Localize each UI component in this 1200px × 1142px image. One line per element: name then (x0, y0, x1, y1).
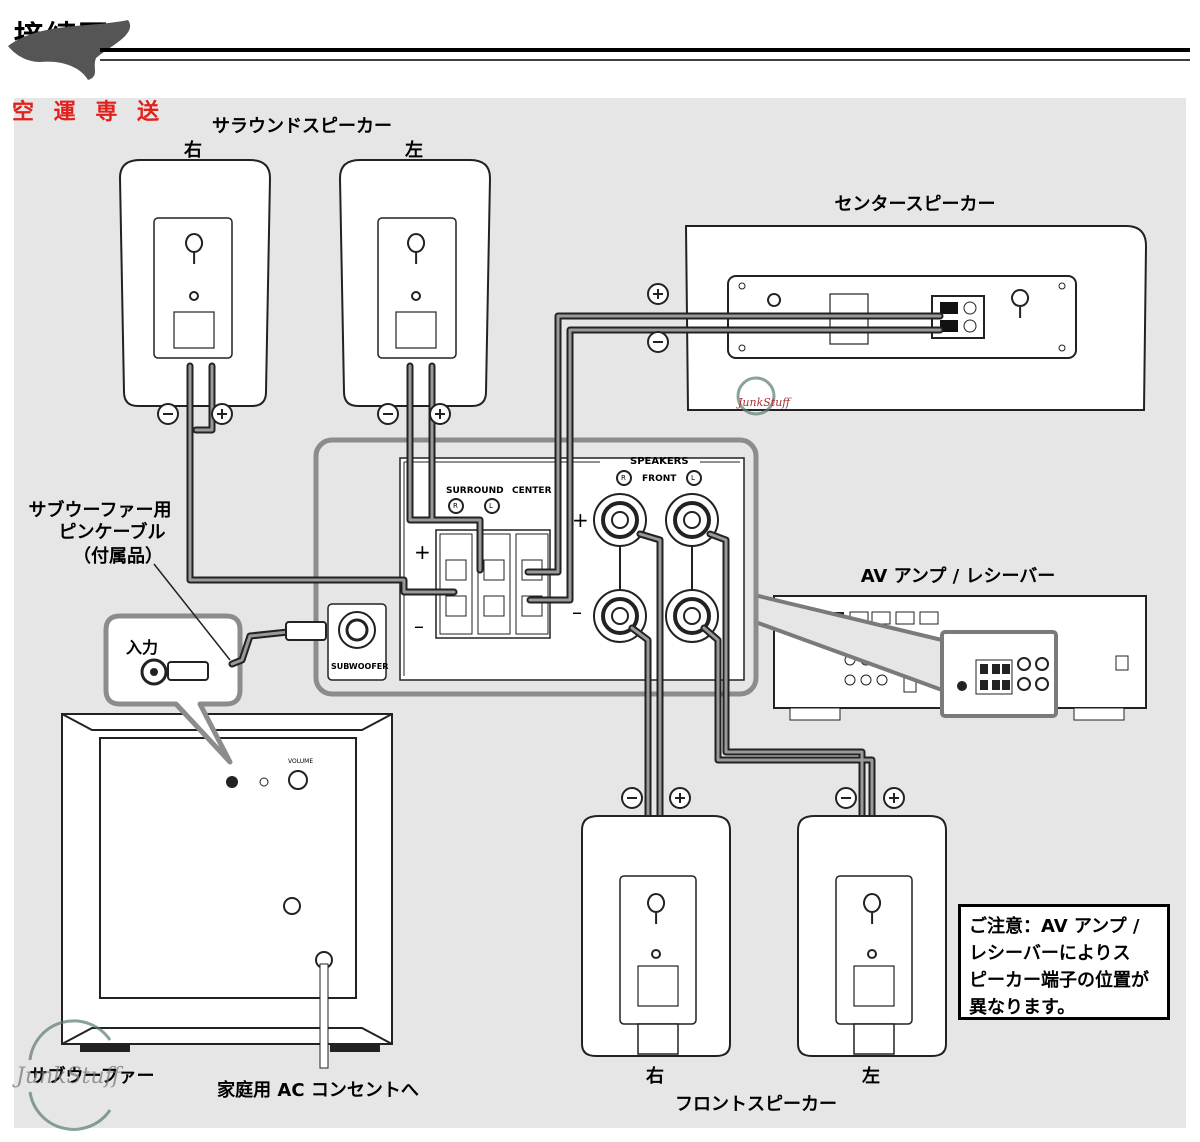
label-input: 入力 (126, 638, 159, 657)
label-cable-line1: サブウーファー用 (28, 500, 172, 521)
surround-speaker-right (118, 159, 272, 407)
panel-surround-l: L (489, 502, 493, 510)
label-front-right: 右 (646, 1066, 664, 1087)
rca-plugs (167, 621, 327, 681)
panel-minus-surround: – (414, 614, 424, 638)
label-surround-left: 左 (405, 140, 423, 161)
panel-plus-surround: + (414, 540, 431, 564)
note-line-3: ピーカー端子の位置が (969, 970, 1149, 991)
front-speaker-right (581, 815, 731, 1057)
shipping-stamp: 空 運 専 送 (12, 100, 165, 125)
subwoofer-volume-label: VOLUME (288, 758, 314, 765)
caution-note: ご注意：AV アンプ / レシーバーによりス ピーカー端子の位置が 異なります。 (958, 904, 1170, 1020)
header-decoration (8, 20, 1190, 80)
watermark-corner: JunkStuff (16, 1064, 121, 1089)
watermark-center: JunkStuff (738, 396, 791, 409)
cable-leader-line (153, 563, 231, 661)
note-line-1: ご注意：AV アンプ / (969, 916, 1140, 937)
surround-speaker-left (338, 159, 492, 407)
note-line-4: 異なります。 (969, 997, 1076, 1018)
front-speaker-left (797, 815, 947, 1057)
panel-minus-front: – (572, 600, 582, 624)
input-callout (103, 613, 243, 765)
panel-speakers-label: SPEAKERS (630, 456, 689, 467)
label-cable-line2: ピンケーブル (58, 522, 166, 543)
watermark-seal (28, 376, 776, 1131)
panel-subwoofer-label: SUBWOOFER (331, 662, 389, 671)
panel-surround-label: SURROUND (446, 486, 504, 496)
surround-center-terminal-block (435, 529, 551, 639)
front-binding-posts (593, 493, 719, 643)
label-subwoofer: サブウーファー (29, 1066, 155, 1087)
label-ac-outlet: 家庭用 AC コンセントへ (217, 1080, 419, 1101)
label-cable-line3: （付属品） (73, 546, 163, 567)
label-av-amp: AV アンプ / レシーバー (860, 566, 1056, 587)
redaction-mark (8, 20, 131, 80)
panel-surround-r: R (453, 502, 458, 510)
label-front-speakers: フロントスピーカー (675, 1094, 837, 1115)
panel-center-label: CENTER (512, 486, 552, 496)
label-center-speaker: センタースピーカー (834, 194, 996, 215)
label-front-left: 左 (862, 1066, 880, 1087)
note-line-2: レシーバーによりス (969, 943, 1131, 964)
panel-front-r: R (621, 474, 626, 482)
panel-front-label: FRONT (642, 474, 677, 484)
subwoofer-cabinet (61, 713, 393, 1069)
label-surround-speakers: サラウンドスピーカー (212, 116, 392, 137)
panel-subwoofer-jack (327, 603, 387, 681)
panel-plus-front: + (572, 508, 589, 532)
label-surround-right: 右 (184, 140, 202, 161)
panel-front-l: L (691, 474, 695, 482)
